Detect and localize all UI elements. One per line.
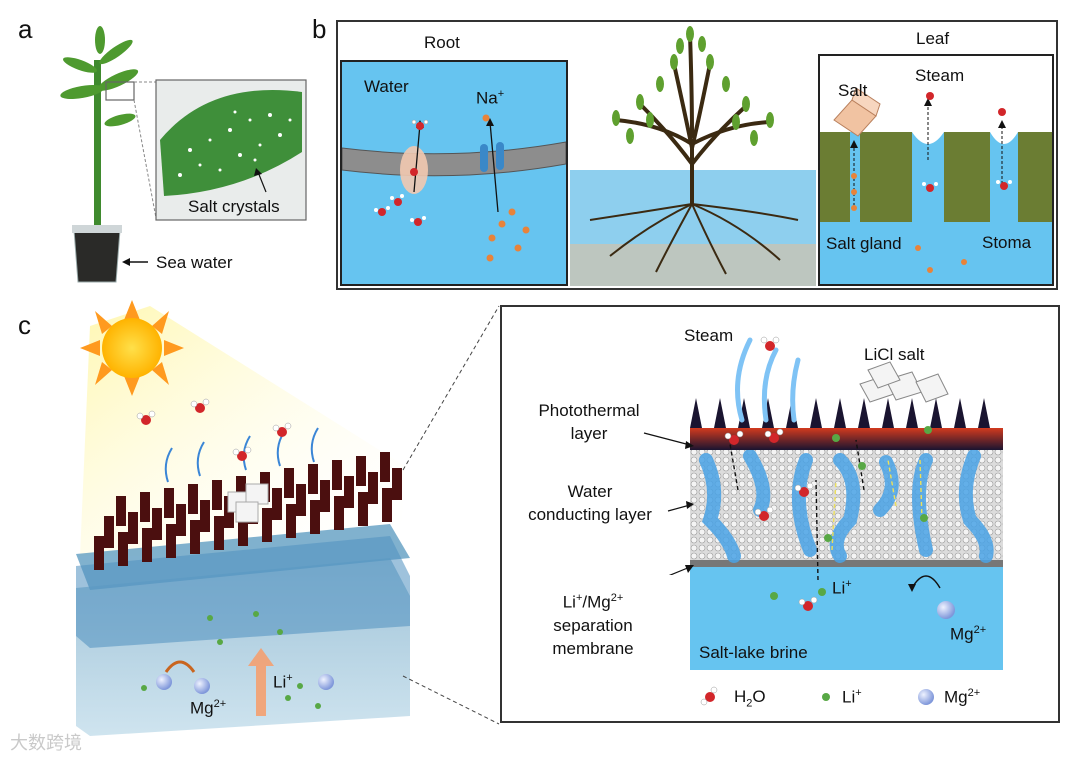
leaf-steam-label: Steam <box>915 66 965 85</box>
transport-arrows <box>729 439 923 581</box>
legend-mg-label: Mg2+ <box>944 687 981 707</box>
steam-molecules-3d <box>136 398 292 461</box>
li-ions-3d <box>141 611 321 709</box>
zoom-box <box>105 81 135 101</box>
mg-ion-3d <box>318 674 334 690</box>
mg-ion-detail <box>937 601 955 619</box>
leaf-salt-gland-label: Salt gland <box>826 234 902 253</box>
panel-b-frame <box>336 20 1058 290</box>
photothermal-layer-label: Photothermal layer <box>538 401 640 443</box>
leaf-closeup <box>160 90 302 196</box>
licl-cubes <box>859 361 949 403</box>
root-na-label: Na+ <box>476 88 505 108</box>
leaf-na-ions <box>851 173 967 273</box>
water-molecules-detail <box>724 336 818 611</box>
plant-leaves <box>60 26 139 127</box>
steam-arrows <box>735 337 801 423</box>
legend-markers <box>700 686 934 706</box>
legend-mg-icon <box>918 689 934 705</box>
detail-mg-label: Mg2+ <box>950 624 987 644</box>
detail-li-label: Li+ <box>832 578 852 598</box>
root-diagram <box>342 114 566 262</box>
root-water-label: Water <box>364 77 409 96</box>
detail-diagram <box>690 336 1003 670</box>
plant-photo <box>60 26 307 283</box>
zoom-lines <box>402 305 500 725</box>
sun-icon <box>80 300 184 396</box>
root-membrane <box>342 141 566 177</box>
detail-frame <box>500 305 1060 723</box>
water-layer <box>76 536 410 648</box>
root-title: Root <box>424 33 460 52</box>
salt-crystal <box>833 87 881 137</box>
water-channels <box>699 449 994 563</box>
mg-blocked-arrow <box>164 660 196 673</box>
left-li-label: Li+ <box>273 672 293 692</box>
detail-brine-label: Salt-lake brine <box>699 643 808 662</box>
leaf-water-molecules <box>922 90 1012 192</box>
water-conducting-layer-label: Water conducting layer <box>528 482 652 524</box>
leaf-title: Leaf <box>916 29 950 48</box>
ion-channel <box>480 118 504 213</box>
watermark: 大数跨境 <box>10 733 82 754</box>
photothermal-spikes <box>690 398 990 428</box>
leaf-salt-label: Salt <box>838 81 868 100</box>
tree-roots <box>589 203 799 275</box>
aquaporin-channel <box>400 120 428 194</box>
evaporator-3d <box>76 300 410 736</box>
mg-ion-3d <box>156 674 172 690</box>
separation-membrane <box>690 560 1003 567</box>
panel-label-b: b <box>312 14 327 44</box>
tree-illustration <box>570 26 816 286</box>
legend-h2o-label: H2O <box>734 687 766 710</box>
detail-licl-label: LiCl salt <box>864 345 925 364</box>
layer-pointer-arrows <box>643 432 694 575</box>
leaf-tissue <box>820 132 1052 222</box>
tree-leaves <box>612 26 774 146</box>
na-ions <box>482 114 530 262</box>
detail-steam-label: Steam <box>684 326 734 345</box>
li-ions-detail <box>770 426 932 600</box>
plant-stem <box>94 60 101 240</box>
salt-specks <box>178 110 292 177</box>
left-mg-label: Mg2+ <box>190 698 227 718</box>
water-molecules-root <box>374 119 429 226</box>
panel-label-a: a <box>18 14 33 44</box>
leaf-diagram <box>820 87 1052 284</box>
brine-layer <box>690 566 1003 670</box>
li-up-arrow <box>248 648 274 716</box>
water-cup <box>73 229 121 283</box>
legend-li-label: Li+ <box>842 687 862 707</box>
panel-label-c: c <box>18 310 31 340</box>
separation-membrane-label: Li+/Mg2+ separation membrane <box>552 592 634 658</box>
mg-ion-3d <box>194 678 210 694</box>
leaf-stoma-label: Stoma <box>982 233 1032 252</box>
legend-li-icon <box>822 693 830 701</box>
tree-trunk <box>614 32 772 206</box>
salt-cubes-3d <box>227 483 269 523</box>
salt-crystals-label: Salt crystals <box>188 197 280 216</box>
sea-water-label: Sea water <box>156 253 233 272</box>
legend-water-icon <box>700 686 718 706</box>
